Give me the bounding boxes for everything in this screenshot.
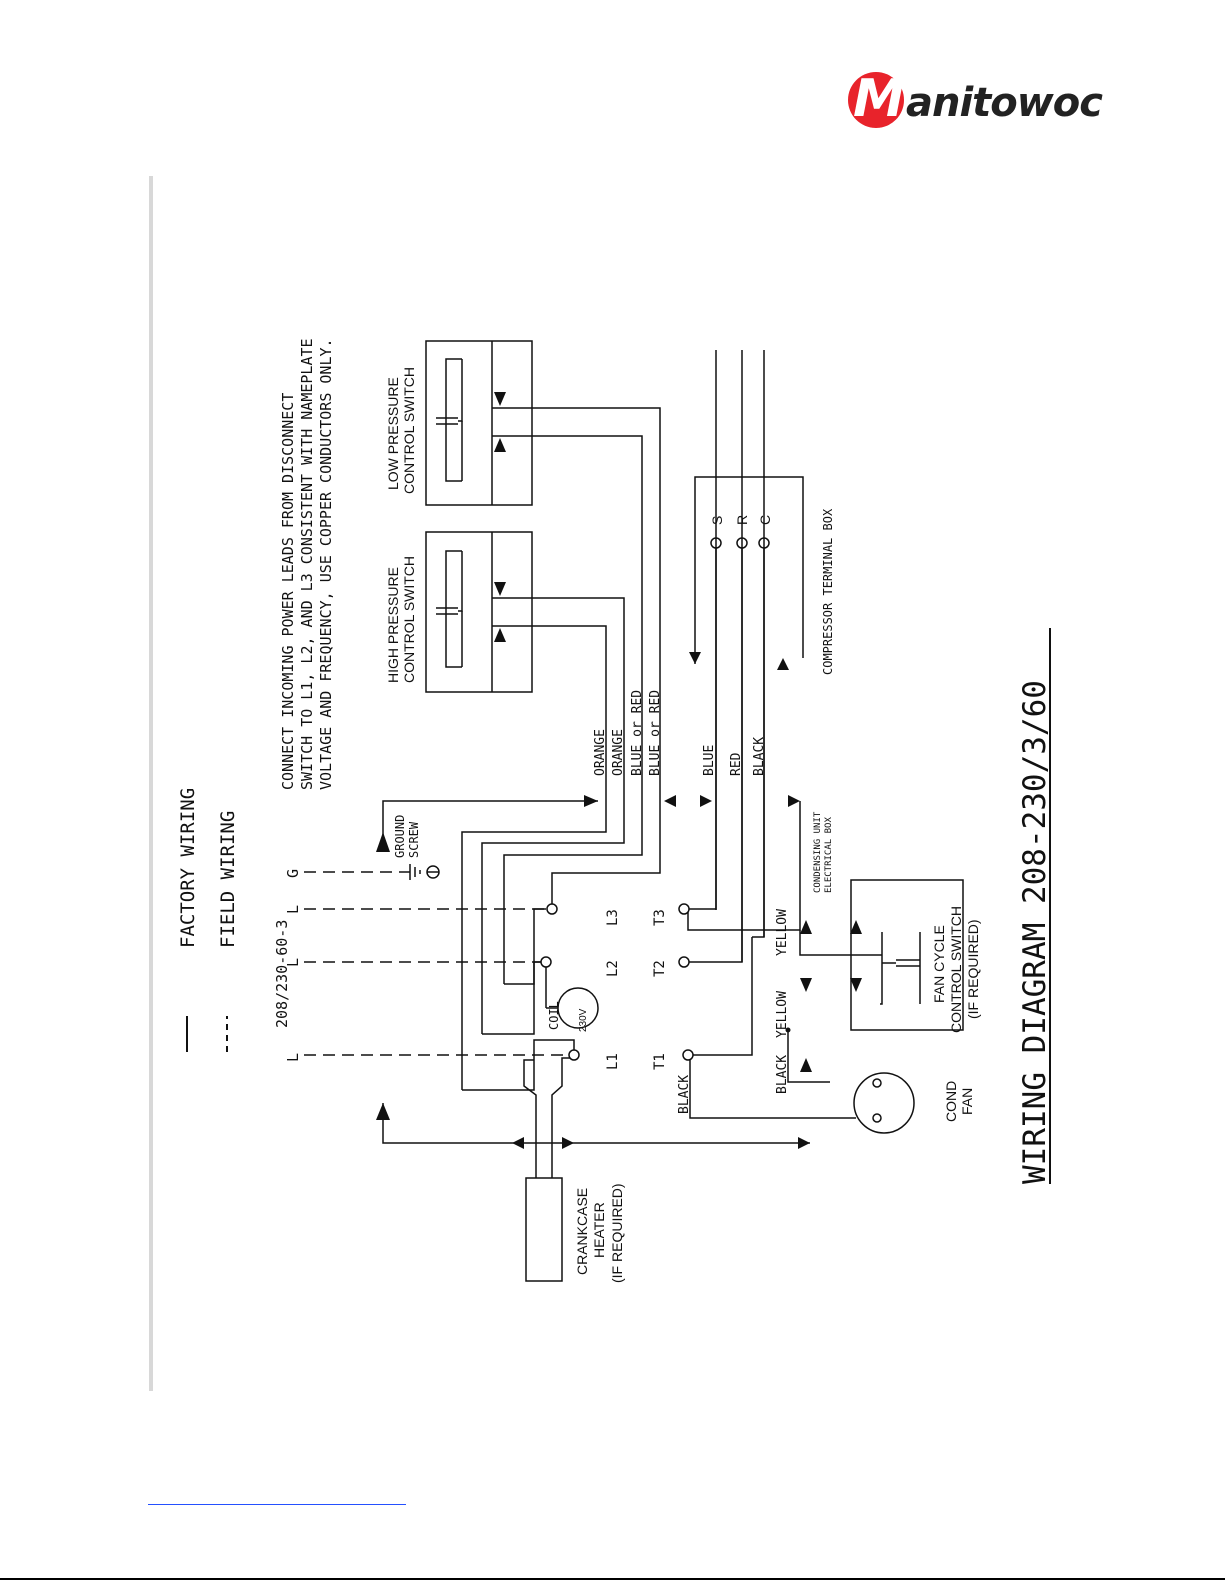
crankcase-heater-box <box>525 1177 563 1282</box>
lp-switch-label-1: LOW PRESSURE <box>385 377 401 490</box>
compressor-box-label: COMPRESSOR TERMINAL BOX <box>821 508 835 675</box>
hp-switch-label-2: CONTROL SWITCH <box>401 556 417 683</box>
arrow-hp-2 <box>494 628 506 642</box>
arrow-comp-1 <box>689 652 701 664</box>
wire-label-yellow-1: YELLOW <box>775 991 790 1038</box>
arrow-fan-2 <box>850 920 862 934</box>
arrow-crankcase-3 <box>562 1137 574 1149</box>
junction-l2 <box>540 956 552 968</box>
terminal-t2: T2 <box>652 960 668 977</box>
ground-label-2: SCREW <box>407 821 421 858</box>
comp-terminal-c: C <box>757 515 773 525</box>
legend-field-label: FIELD WIRING <box>217 811 239 948</box>
arrow-hp-1 <box>494 582 506 596</box>
wire-black-to-fan <box>689 1060 856 1119</box>
cond-fan-label-2: FAN <box>959 1088 975 1115</box>
cu-box-label-2: ELECTRICAL BOX <box>824 817 834 893</box>
junction-l1 <box>568 1049 580 1061</box>
cond-fan-circle <box>853 1072 915 1134</box>
fan-cycle-label-3: (IF REQUIRED) <box>965 919 981 1019</box>
supply-l3-label: L <box>284 905 302 914</box>
legend-factory-label: FACTORY WIRING <box>177 788 199 948</box>
coil-voltage: 230V <box>578 1008 589 1032</box>
bottom-rule <box>0 1578 1225 1580</box>
lp-switch-label-2: CONTROL SWITCH <box>401 367 417 494</box>
supply-l2-label: L <box>284 958 302 967</box>
cond-fan-label-1: COND <box>943 1081 959 1122</box>
wire-label-orange-2: ORANGE <box>611 729 626 776</box>
arrow-fan-5 <box>800 1058 812 1072</box>
note-line-2: SWITCH TO L1, L2, AND L3 CONSISTENT WITH… <box>298 338 316 790</box>
terminal-l2: L2 <box>605 960 621 977</box>
terminal-l1: L1 <box>605 1053 621 1070</box>
note-line-3: VOLTAGE AND FREQUENCY, USE COPPER CONDUC… <box>317 338 335 790</box>
wire-blue-t3 <box>688 350 717 910</box>
cu-box-label-1: CONDENSING UNIT <box>813 811 823 893</box>
wire-label-black-fan: BLACK <box>775 1055 790 1094</box>
arrow-fan-1 <box>800 920 812 934</box>
arrow-ground <box>376 832 390 852</box>
terminal-t1: T1 <box>652 1053 668 1070</box>
arrow-field-blue-2 <box>700 795 712 807</box>
contactor-l1-jumper <box>462 1039 575 1091</box>
wire-label-black-t1: BLACK <box>677 1075 692 1114</box>
note-line-1: CONNECT INCOMING POWER LEADS FROM DISCON… <box>279 393 297 790</box>
arrow-field-blue-1 <box>664 795 676 807</box>
logo-mark <box>848 72 904 128</box>
crankcase-return <box>382 1103 810 1144</box>
lp-switch-box <box>425 340 533 506</box>
footer-link-underline <box>148 1504 406 1505</box>
junction-t1 <box>682 1049 694 1061</box>
logo-m: M <box>853 69 905 129</box>
compressor-terminal-box <box>694 476 804 664</box>
terminal-l3: L3 <box>605 909 621 926</box>
crankcase-label-2: HEATER <box>591 1202 607 1258</box>
wire-orange-2 <box>481 597 625 1034</box>
wire-label-orange-1: ORANGE <box>593 729 608 776</box>
arrow-crankcase-4 <box>798 1137 810 1149</box>
crankcase-lead-2 <box>551 1057 576 1178</box>
hp-switch-label-1: HIGH PRESSURE <box>385 567 401 683</box>
arrow-fan-3 <box>800 978 812 992</box>
crankcase-lead-1 <box>523 1059 537 1178</box>
arrow-ground-screw <box>584 795 598 807</box>
ground-label-1: GROUND <box>393 815 407 858</box>
wire-label-yellow-2: YELLOW <box>775 909 790 956</box>
hp-switch-box <box>425 531 533 693</box>
wire-splice-dot <box>785 1027 791 1033</box>
arrow-fan-4 <box>850 978 862 992</box>
wire-black-comp <box>752 350 765 938</box>
fan-cycle-label-1: FAN CYCLE <box>931 925 947 1003</box>
left-margin-rule <box>149 176 153 1391</box>
diagram-title: WIRING DIAGRAM 208-230/3/60 <box>1017 680 1053 1184</box>
fan-cycle-label-2: CONTROL SWITCH <box>948 906 964 1033</box>
wire-bluered-1 <box>492 435 643 984</box>
wire-black-t1 <box>688 937 753 1056</box>
wire-yellow-t3 <box>687 801 801 931</box>
terminal-t3: T3 <box>652 909 668 926</box>
logo-wordmark: anitowoc <box>906 80 1103 126</box>
arrow-lp-1 <box>494 392 506 406</box>
manitowoc-logo: M anitowoc <box>848 69 1103 132</box>
wire-bluered-2 <box>492 407 661 909</box>
wire-label-blue: BLUE <box>702 745 717 776</box>
crankcase-label-3: (IF REQUIRED) <box>609 1183 625 1283</box>
supply-g-label: G <box>284 869 302 878</box>
junction-t3 <box>678 903 690 915</box>
wire-label-red: RED <box>729 752 744 776</box>
supply-l1-label: L <box>284 1053 302 1062</box>
arrow-lp-2 <box>494 438 506 452</box>
supply-rating: 208/230-60-3 <box>273 920 291 1028</box>
comp-terminal-s: S <box>709 516 725 525</box>
junction-t2 <box>678 956 690 968</box>
arrow-crankcase-1 <box>376 1103 390 1120</box>
arrow-cu-box <box>788 795 800 807</box>
arrow-comp-2 <box>777 658 789 670</box>
crankcase-label-1: CRANKCASE <box>574 1188 590 1275</box>
arrow-crankcase-2 <box>512 1137 524 1149</box>
wire-orange-1 <box>461 625 607 1090</box>
junction-l3 <box>546 903 558 915</box>
